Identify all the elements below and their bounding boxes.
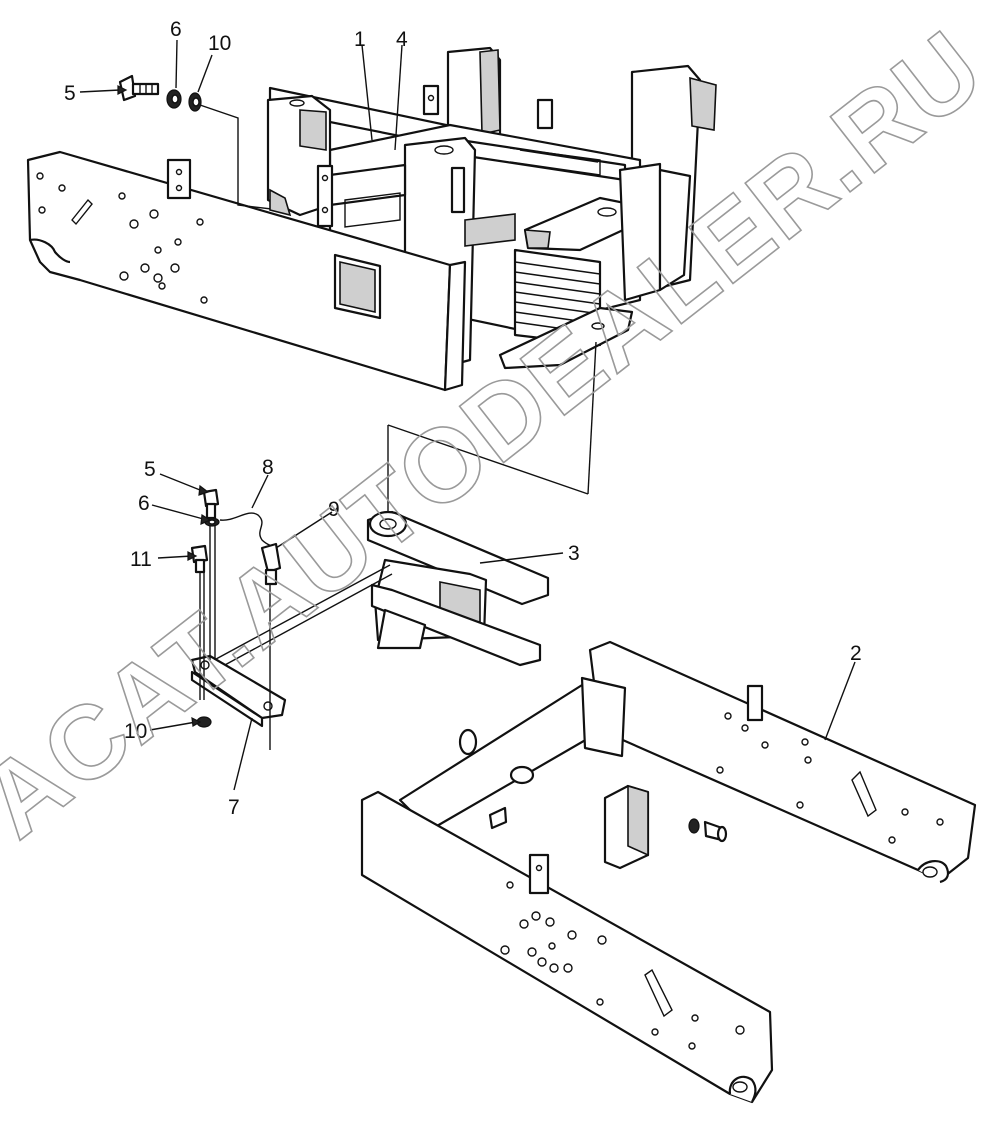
callout-6-upper: 6 bbox=[170, 18, 182, 41]
assembly-projection-lines bbox=[387, 341, 597, 515]
callout-labels: 1 4 6 10 5 5 8 6 9 3 11 2 10 7 bbox=[64, 18, 862, 819]
link-arm bbox=[366, 510, 550, 667]
callout-9: 9 bbox=[328, 498, 340, 521]
callout-5-lower: 5 bbox=[144, 458, 156, 481]
callout-10-upper: 10 bbox=[208, 32, 231, 55]
callout-8: 8 bbox=[262, 456, 274, 479]
bolt-assembly-upper bbox=[118, 74, 281, 211]
linkage-assembly bbox=[190, 488, 393, 750]
callout-10-lower: 10 bbox=[124, 720, 147, 743]
upper-side-rail bbox=[26, 150, 467, 392]
leader-lines bbox=[79, 39, 856, 791]
callout-1: 1 bbox=[354, 28, 366, 51]
callout-7: 7 bbox=[228, 796, 240, 819]
lower-frame bbox=[360, 640, 977, 1104]
upper-frame-assembly bbox=[26, 46, 717, 392]
callout-6-lower: 6 bbox=[138, 492, 150, 515]
callout-2: 2 bbox=[850, 642, 862, 665]
callout-3: 3 bbox=[568, 542, 580, 565]
callout-5-upper: 5 bbox=[64, 82, 76, 105]
callout-4: 4 bbox=[396, 28, 408, 51]
callout-11: 11 bbox=[130, 548, 152, 571]
